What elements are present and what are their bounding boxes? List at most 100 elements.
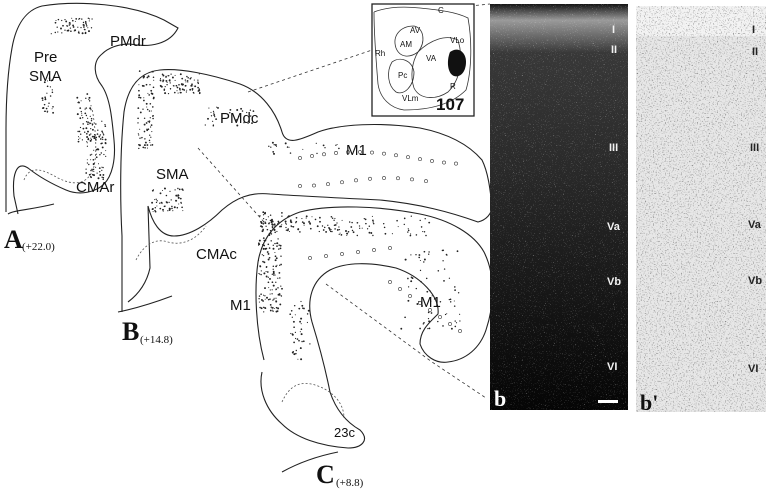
labeled-neuron-dot xyxy=(316,225,319,228)
labeled-neuron-dot xyxy=(210,115,213,117)
labeled-neuron-dot xyxy=(48,77,51,79)
labeled-neuron-dot xyxy=(81,32,84,35)
labeled-neuron-dot xyxy=(300,317,303,320)
labeled-neuron-dot xyxy=(301,218,303,220)
labeled-neuron-dot xyxy=(44,96,46,98)
labeled-neuron-dot xyxy=(97,129,99,131)
boundary-marker xyxy=(346,150,350,155)
photo-bp-label: b' xyxy=(640,390,658,415)
labeled-neuron-dot xyxy=(55,19,57,22)
labeled-neuron-dot xyxy=(159,78,162,80)
labeled-neuron-dot xyxy=(365,222,367,225)
labeled-neuron-dot xyxy=(149,103,152,105)
labeled-neuron-dot xyxy=(260,220,262,223)
labeled-neuron-dot xyxy=(90,27,93,29)
labeled-neuron-dot xyxy=(91,124,94,126)
labeled-neuron-dot xyxy=(272,151,275,153)
labeled-neuron-dot xyxy=(99,171,101,173)
labeled-neuron-dot xyxy=(164,86,166,88)
labeled-neuron-dot xyxy=(265,271,267,273)
labeled-neuron-dot xyxy=(237,115,240,118)
labeled-neuron-dot xyxy=(149,134,151,136)
labeled-neuron-dot xyxy=(265,219,267,221)
labeled-neuron-dot xyxy=(176,90,178,92)
labeled-neuron-dot xyxy=(456,250,459,253)
labeled-neuron-dot xyxy=(454,286,456,288)
labeled-neuron-dot xyxy=(266,228,269,231)
labeled-neuron-dot xyxy=(263,272,266,275)
labeled-neuron-dot xyxy=(359,227,361,229)
labeled-neuron-dot xyxy=(137,122,139,124)
labeled-neuron-dot xyxy=(445,253,448,256)
section-a-outline xyxy=(5,2,179,215)
section-b-dots xyxy=(298,150,458,188)
labeled-neuron-dot xyxy=(415,287,418,290)
boundary-marker xyxy=(334,151,338,155)
labeled-neuron-dot xyxy=(90,139,93,141)
inset-outline-va xyxy=(411,37,462,98)
labeled-neuron-dot xyxy=(95,166,97,168)
section-a: PMdr Pre SMA CMAr A (+22.0) xyxy=(4,2,179,254)
section-a-sma-label: SMA xyxy=(29,68,62,85)
labeled-neuron-dot xyxy=(271,307,273,309)
labeled-neuron-dot xyxy=(90,169,92,172)
boundary-marker xyxy=(398,287,402,291)
inset-label-va: VA xyxy=(426,54,437,63)
labeled-neuron-dot xyxy=(143,130,146,133)
section-c-m1-right-label: M1 xyxy=(420,294,441,311)
labeled-neuron-dot xyxy=(289,220,292,223)
labeled-neuron-dot xyxy=(269,293,271,295)
labeled-neuron-dot xyxy=(459,320,461,322)
labeled-neuron-dot xyxy=(268,247,271,249)
labeled-neuron-dot xyxy=(309,343,311,345)
labeled-neuron-dot xyxy=(46,111,48,113)
labeled-neuron-dot xyxy=(285,222,287,224)
labeled-neuron-dot xyxy=(176,86,179,89)
labeled-neuron-dot xyxy=(88,173,91,176)
labeled-neuron-dot xyxy=(88,163,90,166)
labeled-neuron-dot xyxy=(260,298,263,301)
labeled-neuron-dot xyxy=(280,285,282,287)
labeled-neuron-dot xyxy=(416,303,419,305)
labeled-neuron-dot xyxy=(273,274,275,276)
labeled-neuron-dot xyxy=(189,88,192,91)
labeled-neuron-dot xyxy=(186,75,188,78)
labeled-neuron-dot xyxy=(54,31,57,34)
labeled-neuron-dot xyxy=(436,303,438,305)
labeled-neuron-dot xyxy=(215,118,218,121)
labeled-neuron-dot xyxy=(162,210,164,212)
labeled-neuron-dot xyxy=(181,206,183,209)
labeled-neuron-dot xyxy=(93,170,95,172)
labeled-neuron-dot xyxy=(275,265,278,268)
labeled-neuron-dot xyxy=(268,232,271,235)
labeled-neuron-dot xyxy=(85,107,88,109)
labeled-neuron-dot xyxy=(43,81,46,84)
labeled-neuron-dot xyxy=(149,117,151,119)
labeled-neuron-dot xyxy=(277,287,279,289)
labeled-neuron-dot xyxy=(288,146,290,148)
labeled-neuron-dot xyxy=(351,229,354,232)
labeled-neuron-dot xyxy=(273,152,275,155)
labeled-neuron-dot xyxy=(175,194,178,197)
labeled-neuron-dot xyxy=(279,294,281,296)
labeled-neuron-dot xyxy=(80,110,82,113)
labeled-neuron-dot xyxy=(260,307,263,310)
labeled-neuron-dot xyxy=(361,227,363,229)
labeled-neuron-dot xyxy=(179,197,182,200)
labeled-neuron-dot xyxy=(249,115,252,117)
labeled-neuron-dot xyxy=(93,137,96,140)
labeled-neuron-dot xyxy=(76,113,79,116)
labeled-neuron-dot xyxy=(98,135,101,138)
labeled-neuron-dot xyxy=(148,110,151,112)
labeled-neuron-dot xyxy=(272,265,275,268)
labeled-neuron-dot xyxy=(262,217,265,220)
labeled-neuron-dot xyxy=(154,199,156,201)
labeled-neuron-dot xyxy=(427,318,430,320)
labeled-neuron-dot xyxy=(144,138,146,140)
labeled-neuron-dot xyxy=(295,220,298,223)
labeled-neuron-dot xyxy=(267,216,270,218)
labeled-neuron-dot xyxy=(41,97,44,100)
labeled-neuron-dot xyxy=(439,301,442,303)
labeled-neuron-dot xyxy=(327,224,329,226)
labeled-neuron-dot xyxy=(448,277,451,279)
